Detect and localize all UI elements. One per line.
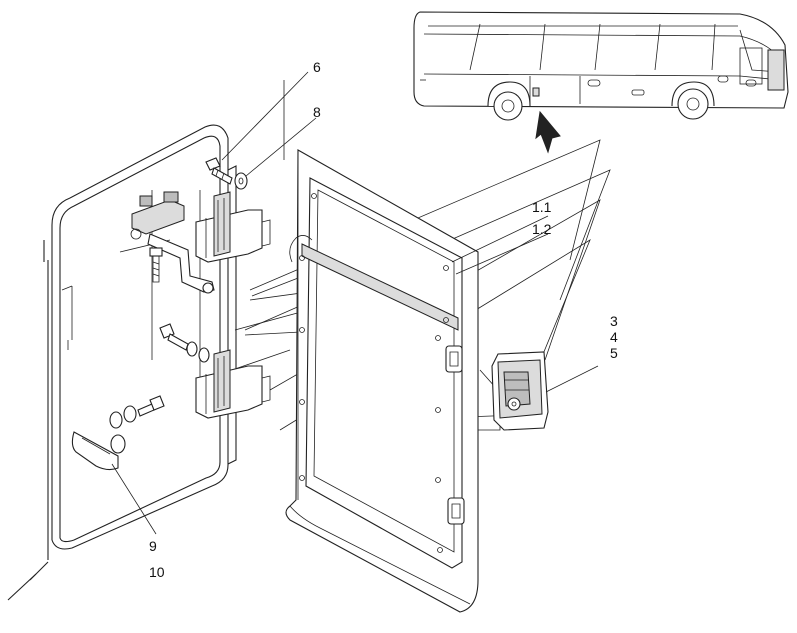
lower-bolt-icon [109, 395, 165, 429]
door-latch-lower-icon [447, 497, 465, 525]
lower-hinge [195, 349, 271, 419]
leader-lines [111, 71, 599, 535]
compartment-frame [7, 80, 291, 601]
callout-9: 9 [149, 538, 157, 554]
callout-8: 8 [313, 104, 321, 120]
handle-lock-assembly [491, 351, 549, 431]
striker-plate [71, 431, 126, 471]
callout-1-2: 1.2 [532, 221, 552, 237]
callout-4: 4 [610, 329, 618, 345]
bolt-6-icon [205, 157, 233, 185]
screw-icon [149, 247, 163, 283]
callout-6: 6 [313, 59, 321, 75]
callout-5: 5 [610, 345, 618, 361]
callout-10: 10 [149, 564, 165, 580]
upper-hinge [195, 191, 271, 263]
callout-1-1: 1.1 [532, 199, 552, 215]
latch-mechanism [130, 191, 215, 294]
washer-8-icon [234, 172, 248, 190]
callout-3: 3 [610, 313, 618, 329]
door-panel [285, 149, 479, 613]
bus-illustration [413, 11, 789, 154]
door-latch-upper-icon [445, 345, 463, 373]
middle-bolt-icon [159, 323, 210, 363]
